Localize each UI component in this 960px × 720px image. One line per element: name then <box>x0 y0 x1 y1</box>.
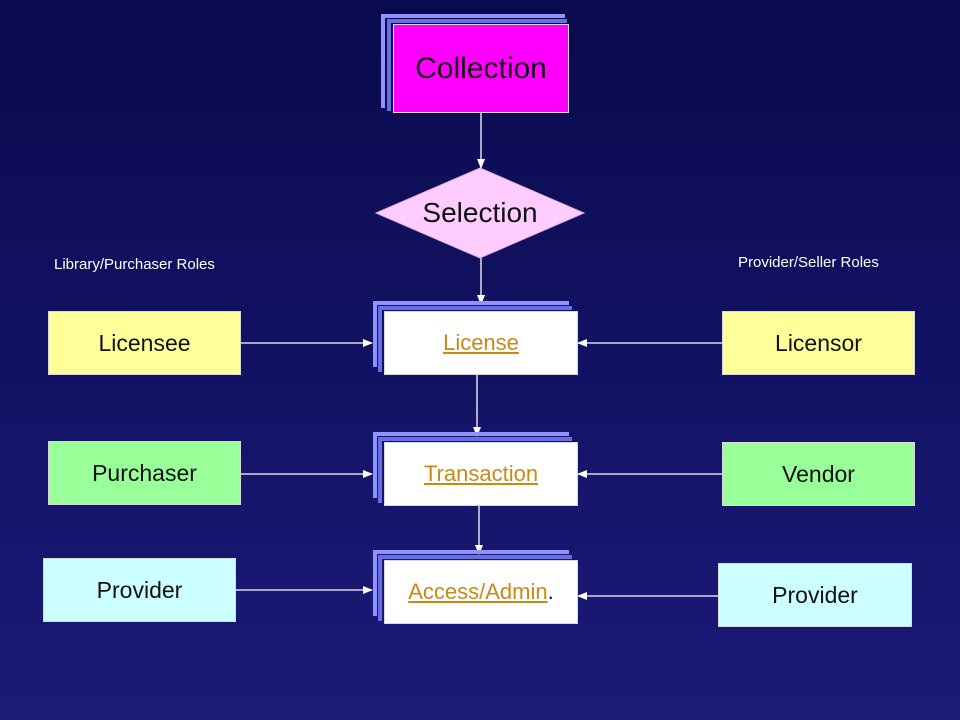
provider-left-label: Provider <box>96 576 183 603</box>
collection-label: Collection <box>415 51 547 85</box>
licensor-box: Licensor <box>722 311 915 375</box>
access-admin-link[interactable]: Access/Admin <box>408 579 548 604</box>
provider-right-label: Provider <box>772 581 858 608</box>
licensee-box: Licensee <box>48 311 241 375</box>
collection-shadow-inner <box>387 19 567 111</box>
provider-right-box: Provider <box>718 563 912 627</box>
license-link[interactable]: License <box>443 330 519 355</box>
license-shadow <box>373 301 569 367</box>
licensor-label: Licensor <box>775 329 862 356</box>
access-shadow-inner <box>378 555 572 621</box>
transaction-box: Transaction <box>384 442 578 506</box>
access-shadow <box>373 550 569 616</box>
collection-shadow <box>381 14 565 108</box>
vendor-label: Vendor <box>782 460 855 487</box>
collection-box: Collection <box>393 24 569 113</box>
vendor-box: Vendor <box>722 442 915 506</box>
selection-label: Selection <box>422 197 538 228</box>
transaction-shadow <box>373 432 569 498</box>
transaction-shadow-inner <box>378 437 572 503</box>
right-roles-heading: Provider/Seller Roles <box>738 254 879 271</box>
transaction-link[interactable]: Transaction <box>423 461 539 486</box>
licensee-label: Licensee <box>98 329 191 356</box>
purchaser-label: Purchaser <box>92 459 197 486</box>
access-admin-box: Access/Admin. <box>384 560 578 624</box>
license-shadow-inner <box>378 306 572 372</box>
left-roles-heading: Library/Purchaser Roles <box>54 256 215 273</box>
license-box: License <box>384 311 578 375</box>
access-admin-suffix: . <box>547 579 554 604</box>
purchaser-box: Purchaser <box>48 441 241 505</box>
provider-left-box: Provider <box>43 558 236 622</box>
